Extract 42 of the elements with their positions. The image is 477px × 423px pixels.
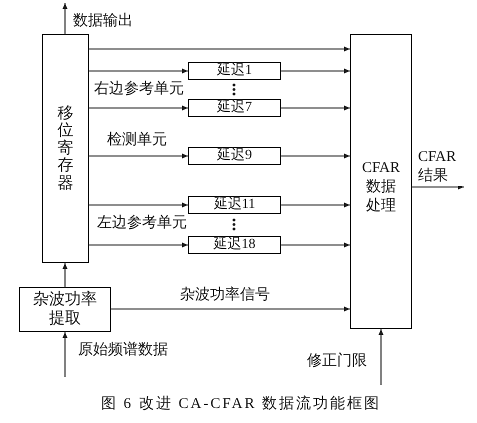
box-label: 延迟7 — [217, 101, 252, 115]
arrow — [89, 68, 188, 74]
arrow — [281, 154, 350, 158]
edge-label: 数据输出 — [73, 13, 133, 30]
group-label: 左边参考单元 — [97, 215, 187, 232]
box-label: 移位寄存器 — [58, 104, 74, 192]
arrow — [281, 202, 350, 208]
box-label: 延迟11 — [214, 198, 256, 212]
delay-box — [188, 147, 281, 165]
arrow — [62, 332, 68, 377]
arrow — [62, 263, 68, 287]
delay-box — [188, 196, 281, 214]
process-box — [19, 287, 111, 332]
arrow — [378, 329, 384, 385]
arrow — [412, 184, 464, 190]
arrow — [281, 68, 350, 74]
arrow — [89, 46, 350, 52]
figure-caption: 图 6 改进 CA-CFAR 数据流功能框图 — [100, 396, 382, 412]
process-box — [42, 34, 89, 263]
edge-label: 修正门限 — [307, 353, 367, 370]
edge-label: 杂波功率信号 — [180, 287, 270, 304]
arrow — [62, 3, 68, 34]
delay-box — [188, 99, 281, 117]
box-label: CFAR数据处理 — [361, 159, 401, 216]
process-box — [350, 34, 412, 329]
delay-box — [188, 62, 281, 80]
arrow — [89, 202, 188, 208]
edge-label: 原始频谱数据 — [78, 342, 168, 358]
edge-label: CFAR结果 — [418, 148, 462, 186]
arrow — [111, 306, 350, 312]
arrow — [281, 106, 350, 110]
arrow — [89, 242, 188, 248]
arrow — [281, 242, 350, 248]
arrow — [89, 106, 188, 110]
group-label: 检测单元 — [107, 132, 167, 148]
box-label: 延迟1 — [217, 64, 252, 78]
arrow — [89, 154, 188, 158]
box-label: 延迟9 — [217, 149, 252, 163]
group-label: 右边参考单元 — [94, 81, 184, 98]
delay-box — [188, 236, 281, 254]
box-label: 杂波功率提取 — [32, 291, 98, 328]
box-label: 延迟18 — [214, 238, 256, 252]
